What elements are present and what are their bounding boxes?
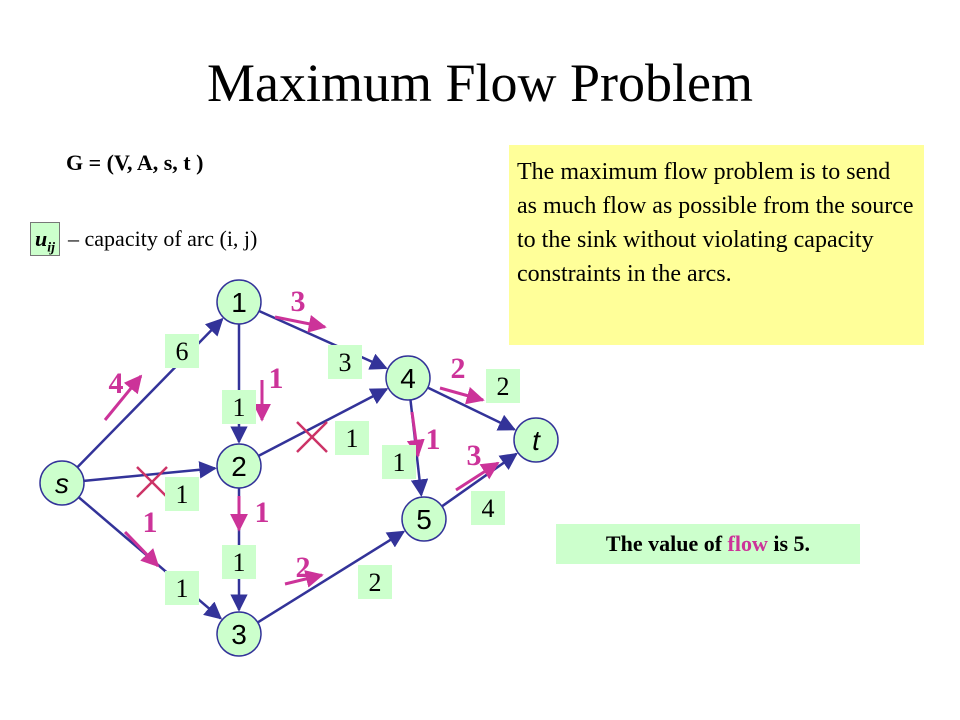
node-circle [216,611,262,657]
capacity-label: 1 [176,480,189,509]
cut-mark-s-2 [136,466,168,498]
flow-arrow-s-1 [103,374,143,421]
node-label: 4 [400,363,416,394]
node-circle [385,355,431,401]
capacity-label: 3 [339,348,352,377]
node-label: s [55,468,69,499]
capacity-label: 1 [176,574,189,603]
node-circle [39,460,85,506]
legend-symbol-sub: ij [47,240,56,256]
node-circle [216,443,262,489]
arc-1-4 [258,309,388,370]
node-label: 1 [231,287,247,318]
capacity-label: 4 [482,494,495,523]
legend-symbol-box: uij [30,222,61,256]
flow-arrow-4-5 [406,411,425,458]
flow-label-3-5: 2 [296,551,311,584]
node-label: 5 [416,504,432,535]
flow-value-suffix: is 5. [767,531,811,556]
capacity-label: 2 [369,568,382,597]
flow-label-4-5: 1 [426,423,441,456]
capacity-4-5: 1 [382,445,416,479]
capacity-box [165,477,199,511]
arc-3-5 [257,530,406,624]
flow-arrow-1-4 [274,314,327,333]
capacity-box [165,571,199,605]
capacity-legend: uij – capacity of arc (i, j) [30,222,257,256]
node-circle [216,279,262,325]
node-circle [513,417,559,463]
flow-value-box: The value of flow is 5. [556,524,860,564]
node-4: 4 [385,355,431,401]
capacity-box [471,491,505,525]
flow-label-s-3: 1 [143,506,158,539]
capacity-3-5: 2 [358,565,392,599]
page-title: Maximum Flow Problem [206,53,753,113]
capacity-label: 1 [233,548,246,577]
flow-label-1-4: 3 [291,285,306,318]
flow-arrow-5-t [455,461,500,492]
node-s: s [39,460,85,506]
flow-value-prefix: The value of [605,531,728,556]
capacity-box [165,334,199,368]
flow-label-s-1: 4 [109,367,124,400]
legend-description: – capacity of arc (i, j) [68,226,258,251]
capacity-1-4: 3 [328,345,362,379]
capacity-1-2: 1 [222,390,256,424]
node-circle [401,496,447,542]
capacity-s-2: 1 [165,477,199,511]
capacity-box [358,565,392,599]
flow-arrow-3-5 [284,570,324,588]
capacity-5-t: 4 [471,491,505,525]
arc-5-t [441,452,518,508]
legend-symbol-main: u [35,226,48,251]
node-label: 2 [231,451,247,482]
capacity-label: 6 [176,337,189,366]
capacity-2-4: 1 [335,421,369,455]
flow-label-2-3: 1 [255,496,270,529]
arc-s-1 [76,317,224,469]
capacity-label: 2 [497,372,510,401]
capacity-box [222,545,256,579]
cut-mark-2-4 [296,421,328,453]
capacity-box [335,421,369,455]
flow-value-highlight: flow [727,531,768,556]
arc-2-4 [257,387,389,457]
node-label: t [532,425,541,456]
capacity-label: 1 [393,448,406,477]
graph-definition: G = (V, A, s, t ) [66,150,204,175]
capacity-s-3: 1 [165,571,199,605]
flow-label-1-2: 1 [269,362,284,395]
capacity-box [382,445,416,479]
capacity-box [222,390,256,424]
capacity-box [486,369,520,403]
capacity-label: 1 [233,393,246,422]
capacity-box [328,345,362,379]
arc-s-2 [83,461,217,483]
flow-arrow-4-t [439,386,485,405]
capacity-2-3: 1 [222,545,256,579]
flow-arrow-s-3 [123,530,160,568]
flow-label-4-t: 2 [451,352,466,385]
node-1: 1 [216,279,262,325]
node-t: t [513,417,559,463]
node-3: 3 [216,611,262,657]
arc-4-t [427,386,516,431]
capacity-s-1: 6 [165,334,199,368]
node-5: 5 [401,496,447,542]
capacity-4-t: 2 [486,369,520,403]
node-2: 2 [216,443,262,489]
node-label: 3 [231,619,247,650]
description-box: The maximum flow problem is to send as m… [509,145,924,345]
flow-label-5-t: 3 [467,439,482,472]
capacity-label: 1 [346,424,359,453]
